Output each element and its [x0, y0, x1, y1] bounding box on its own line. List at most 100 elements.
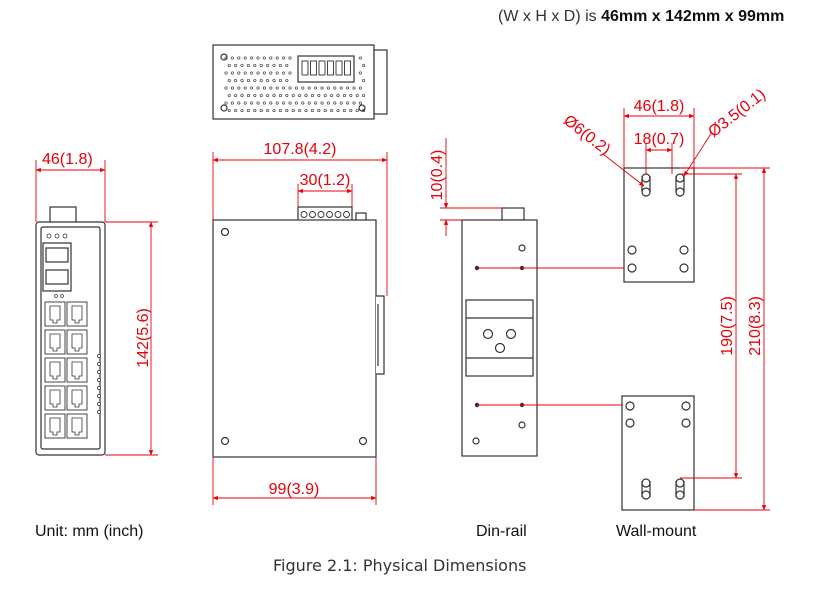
- header-prefix: (W x H x D) is: [498, 8, 602, 25]
- front-height-dim: 142(5.6): [135, 308, 152, 368]
- vent-hole: [246, 63, 250, 68]
- vent-hole: [266, 78, 270, 83]
- rj45-socket: [49, 417, 61, 436]
- vent-hole: [253, 78, 257, 83]
- vent-hole: [237, 86, 241, 90]
- vent-hole: [275, 101, 279, 105]
- vent-hole: [349, 93, 353, 98]
- vent-hole: [266, 63, 270, 68]
- rj45-socket: [49, 305, 61, 324]
- terminal-screw: [317, 211, 325, 218]
- vent-hole: [288, 56, 292, 60]
- vent-hole: [262, 101, 266, 105]
- wall-mount-view: [621, 167, 695, 511]
- vent-hole: [314, 101, 318, 105]
- din-rail-view: [461, 207, 538, 457]
- side-depth-top-dim: 107.8(4.2): [264, 141, 337, 158]
- vent-hole: [269, 71, 273, 75]
- wall-total-height-dim: 210(8.3): [747, 296, 764, 356]
- rj45-socket: [49, 333, 61, 352]
- vent-hole: [224, 71, 228, 75]
- rj45-socket: [49, 389, 61, 408]
- terminal-slot: [310, 60, 317, 76]
- vent-hole: [362, 78, 366, 83]
- vent-hole: [358, 86, 362, 90]
- vent-hole: [256, 101, 260, 105]
- vent-hole: [275, 71, 279, 75]
- rj45-socket: [71, 361, 83, 380]
- vent-hole: [285, 78, 289, 83]
- vent-hole: [339, 86, 343, 90]
- figure-caption: Figure 2.1: Physical Dimensions: [273, 556, 527, 575]
- rj45-socket: [71, 333, 83, 352]
- vent-hole: [269, 101, 273, 105]
- side-view: [212, 206, 385, 458]
- vent-hole: [275, 56, 279, 60]
- wall-width-dim: 46(1.8): [634, 98, 685, 115]
- terminal-slot: [335, 60, 343, 76]
- vent-hole: [269, 56, 273, 60]
- led: [46, 233, 52, 239]
- hole-spacing-dim: 18(0.7): [634, 131, 685, 148]
- header-dimensions: 46mm x 142mm x 99mm: [601, 8, 785, 25]
- vent-hole: [234, 78, 238, 83]
- terminal-slot: [327, 60, 334, 76]
- vent-hole: [298, 93, 302, 98]
- vent-hole: [298, 108, 302, 113]
- vent-hole: [358, 71, 362, 75]
- vent-hole: [307, 86, 311, 90]
- vent-hole: [358, 101, 362, 105]
- vent-hole: [256, 86, 260, 90]
- vent-hole: [278, 78, 282, 83]
- top-terminals: [301, 60, 351, 76]
- vent-hole: [259, 93, 263, 98]
- vent-hole: [250, 101, 254, 105]
- vent-hole: [253, 63, 257, 68]
- header-spec: (W x H x D) is 46mm x 142mm x 99mm: [498, 8, 784, 26]
- unit-label: Unit: mm (inch): [35, 523, 144, 540]
- terminal-screw: [334, 211, 342, 218]
- vent-hole: [323, 108, 327, 113]
- vent-hole: [246, 78, 250, 83]
- led: [97, 369, 102, 374]
- vent-hole: [342, 108, 346, 113]
- vent-hole: [246, 108, 250, 113]
- led: [97, 409, 102, 414]
- vent-hole: [253, 93, 257, 98]
- vent-hole: [230, 101, 234, 105]
- terminal-screw: [300, 211, 308, 218]
- top-vents: [224, 56, 366, 113]
- hole-large-dim: Ø6(0.2): [560, 112, 613, 159]
- led: [97, 353, 102, 358]
- vent-hole: [310, 93, 314, 98]
- vent-hole: [250, 71, 254, 75]
- vent-hole: [230, 71, 234, 75]
- led: [97, 385, 102, 390]
- din-offset-dim: 10(0.4): [429, 150, 446, 201]
- vent-hole: [317, 108, 321, 113]
- vent-hole: [346, 101, 350, 105]
- vent-hole: [346, 86, 350, 90]
- vent-hole: [240, 108, 244, 113]
- vent-hole: [282, 71, 286, 75]
- vent-hole: [266, 93, 270, 98]
- vent-hole: [243, 71, 247, 75]
- wall-hole-pitch-dim: 190(7.5): [719, 296, 736, 356]
- vent-hole: [333, 86, 337, 90]
- vent-hole: [243, 101, 247, 105]
- led: [62, 233, 68, 239]
- vent-hole: [234, 108, 238, 113]
- rj45-socket: [71, 389, 83, 408]
- hole-small-dim: Ø3.5(0.1): [705, 86, 769, 141]
- rj45-socket: [71, 305, 83, 324]
- vent-hole: [355, 93, 359, 98]
- vent-hole: [339, 101, 343, 105]
- led: [97, 401, 102, 406]
- vent-hole: [355, 108, 359, 113]
- led: [97, 393, 102, 398]
- top-view: [212, 44, 388, 120]
- vent-hole: [269, 86, 273, 90]
- vent-hole: [320, 86, 324, 90]
- vent-hole: [349, 108, 353, 113]
